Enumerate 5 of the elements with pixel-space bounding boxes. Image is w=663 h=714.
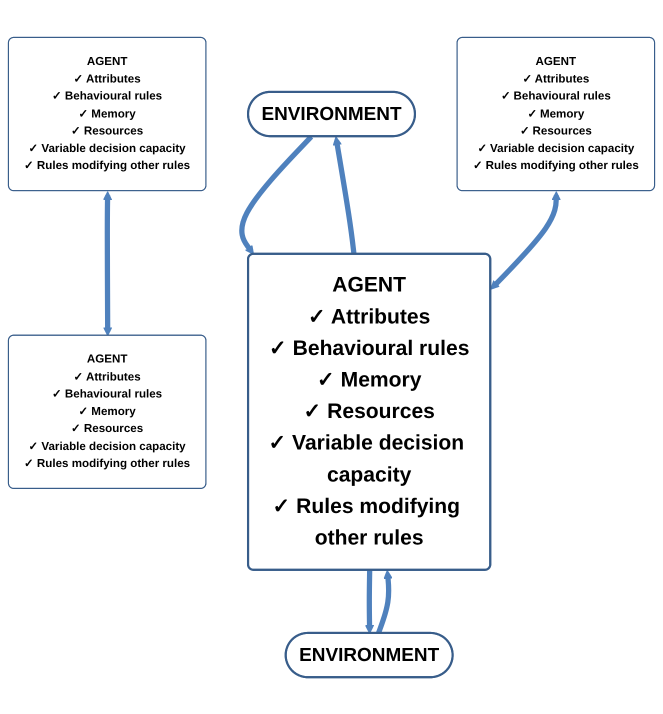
arrow — [332, 136, 357, 254]
arrow — [102, 190, 112, 336]
arrow — [239, 134, 314, 254]
arrow — [364, 570, 374, 634]
arrow — [490, 190, 561, 290]
